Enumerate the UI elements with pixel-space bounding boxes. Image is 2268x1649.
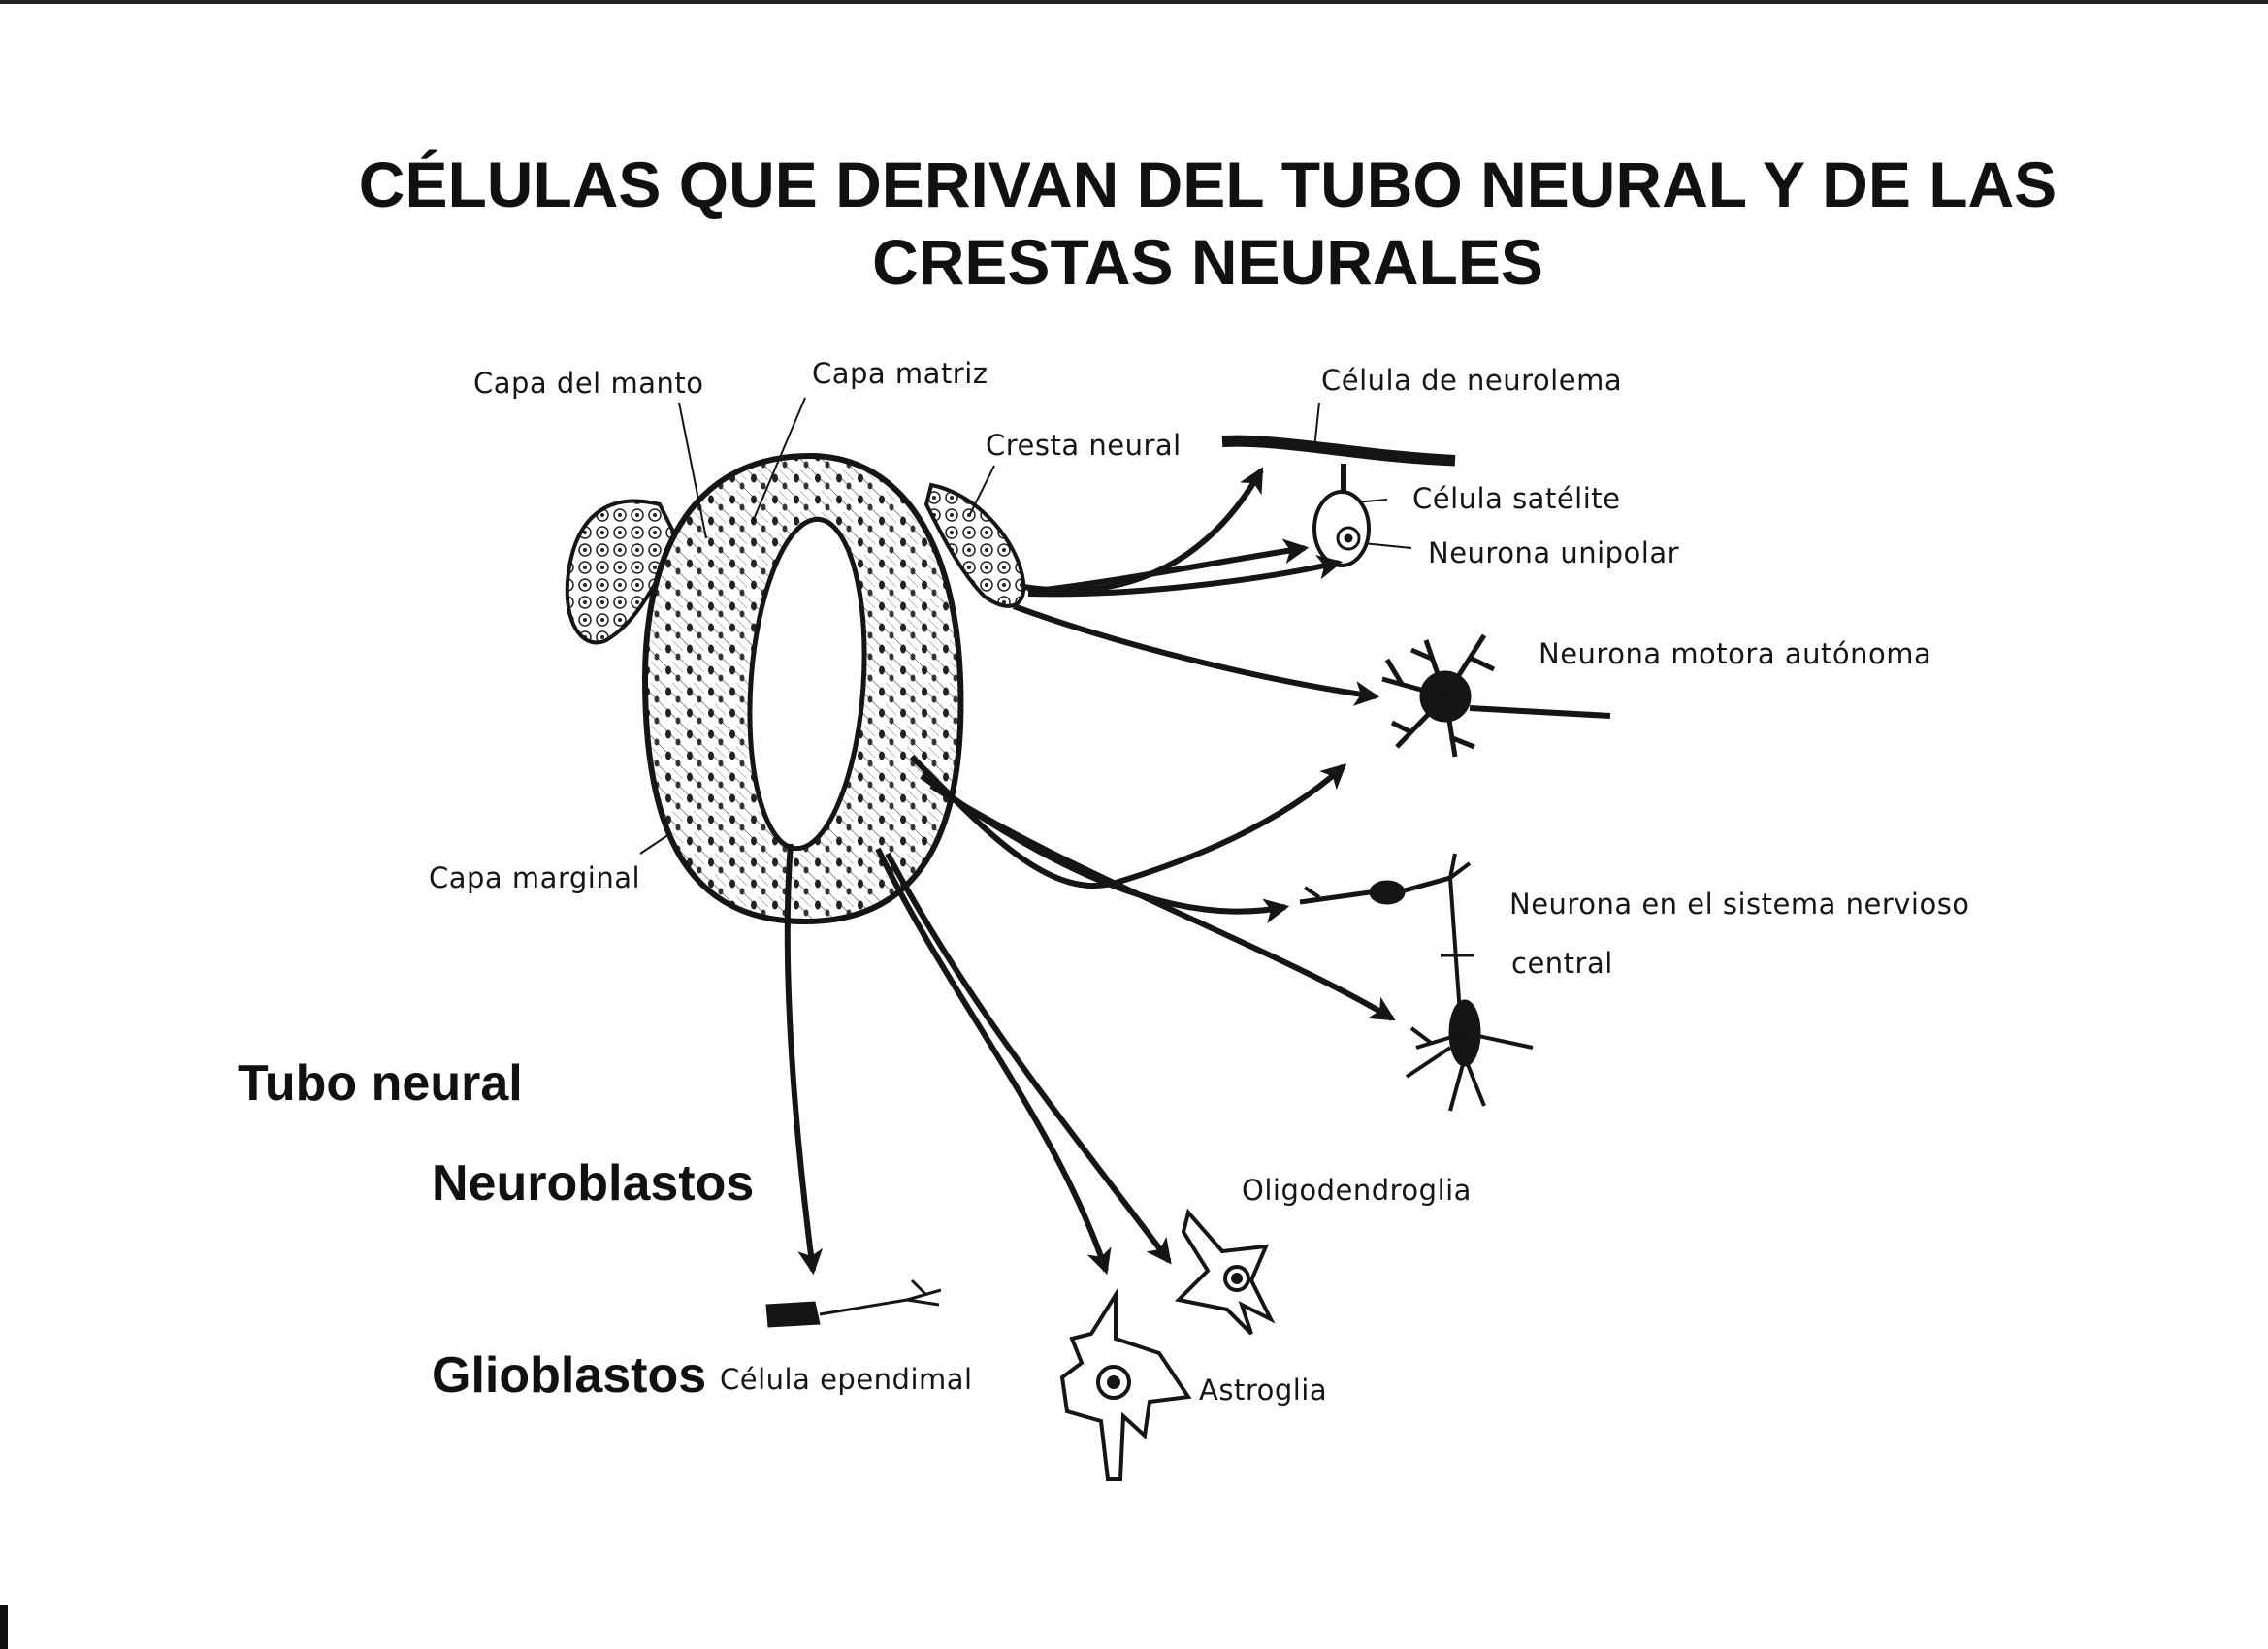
label-capa-manto: Capa del manto — [473, 367, 704, 400]
label-ependimal: Célula ependimal — [720, 1363, 973, 1396]
cns-neurons — [1299, 853, 1534, 1112]
label-astroglia: Astroglia — [1199, 1374, 1328, 1406]
leader-unipolar — [1362, 542, 1412, 549]
label-neurolema: Célula de neurolema — [1321, 364, 1623, 397]
label-oligodendroglia: Oligodendroglia — [1242, 1174, 1472, 1207]
oligodendroglia-cell — [1174, 1208, 1276, 1336]
label-capa-marginal: Capa marginal — [429, 861, 641, 894]
arrow-to-ependymal — [784, 843, 824, 1276]
title-line-1: CÉLULAS QUE DERIVAN DEL TUBO NEURAL Y DE… — [358, 148, 2057, 220]
autonomic-motor-neuron — [1381, 633, 1611, 758]
astroglia-cell — [1059, 1288, 1192, 1481]
derivation-arrows — [784, 467, 1396, 1276]
leader-capa-manto — [678, 402, 707, 539]
leader-capa-marginal — [639, 833, 670, 855]
scan-edge-left — [0, 1605, 8, 1649]
label-cresta-neural: Cresta neural — [986, 429, 1182, 462]
arrow-to-unipolar — [1027, 555, 1344, 598]
arrow-to-astroglia — [875, 847, 1112, 1276]
leader-capa-matriz — [751, 397, 806, 525]
ependymal-cell — [765, 1278, 942, 1328]
heading-glioblastos: Glioblastos — [432, 1347, 707, 1404]
label-satelite: Célula satélite — [1412, 482, 1621, 515]
arrow-to-motora — [1012, 603, 1380, 706]
arrow-neuroblast-up — [909, 754, 1347, 889]
scan-edge-top — [0, 0, 2268, 4]
label-snc-line1: Neurona en el sistema nervioso — [1509, 888, 1970, 921]
arrow-to-satelite — [1027, 538, 1310, 595]
leader-cresta-neural — [969, 465, 995, 515]
unipolar-neuron-cell — [1221, 435, 1456, 567]
page-title: CÉLULAS QUE DERIVAN DEL TUBO NEURAL Y DE… — [320, 146, 2095, 301]
label-snc-line2: central — [1511, 947, 1613, 980]
label-unipolar: Neurona unipolar — [1428, 536, 1680, 569]
heading-tubo-neural: Tubo neural — [238, 1055, 523, 1112]
neural-tube — [565, 452, 1026, 925]
leader-neurolema — [1313, 402, 1320, 449]
heading-neuroblastos: Neuroblastos — [432, 1155, 755, 1212]
arrow-to-oligodendroglia — [885, 852, 1172, 1265]
arrow-to-cns-lower — [929, 783, 1396, 1021]
label-capa-matriz: Capa matriz — [812, 357, 988, 390]
tube-lumen — [747, 516, 867, 852]
arrow-to-cns-upper — [920, 773, 1290, 923]
label-motora: Neurona motora autónoma — [1539, 637, 1932, 670]
title-line-2: CRESTAS NEURALES — [872, 226, 1543, 298]
